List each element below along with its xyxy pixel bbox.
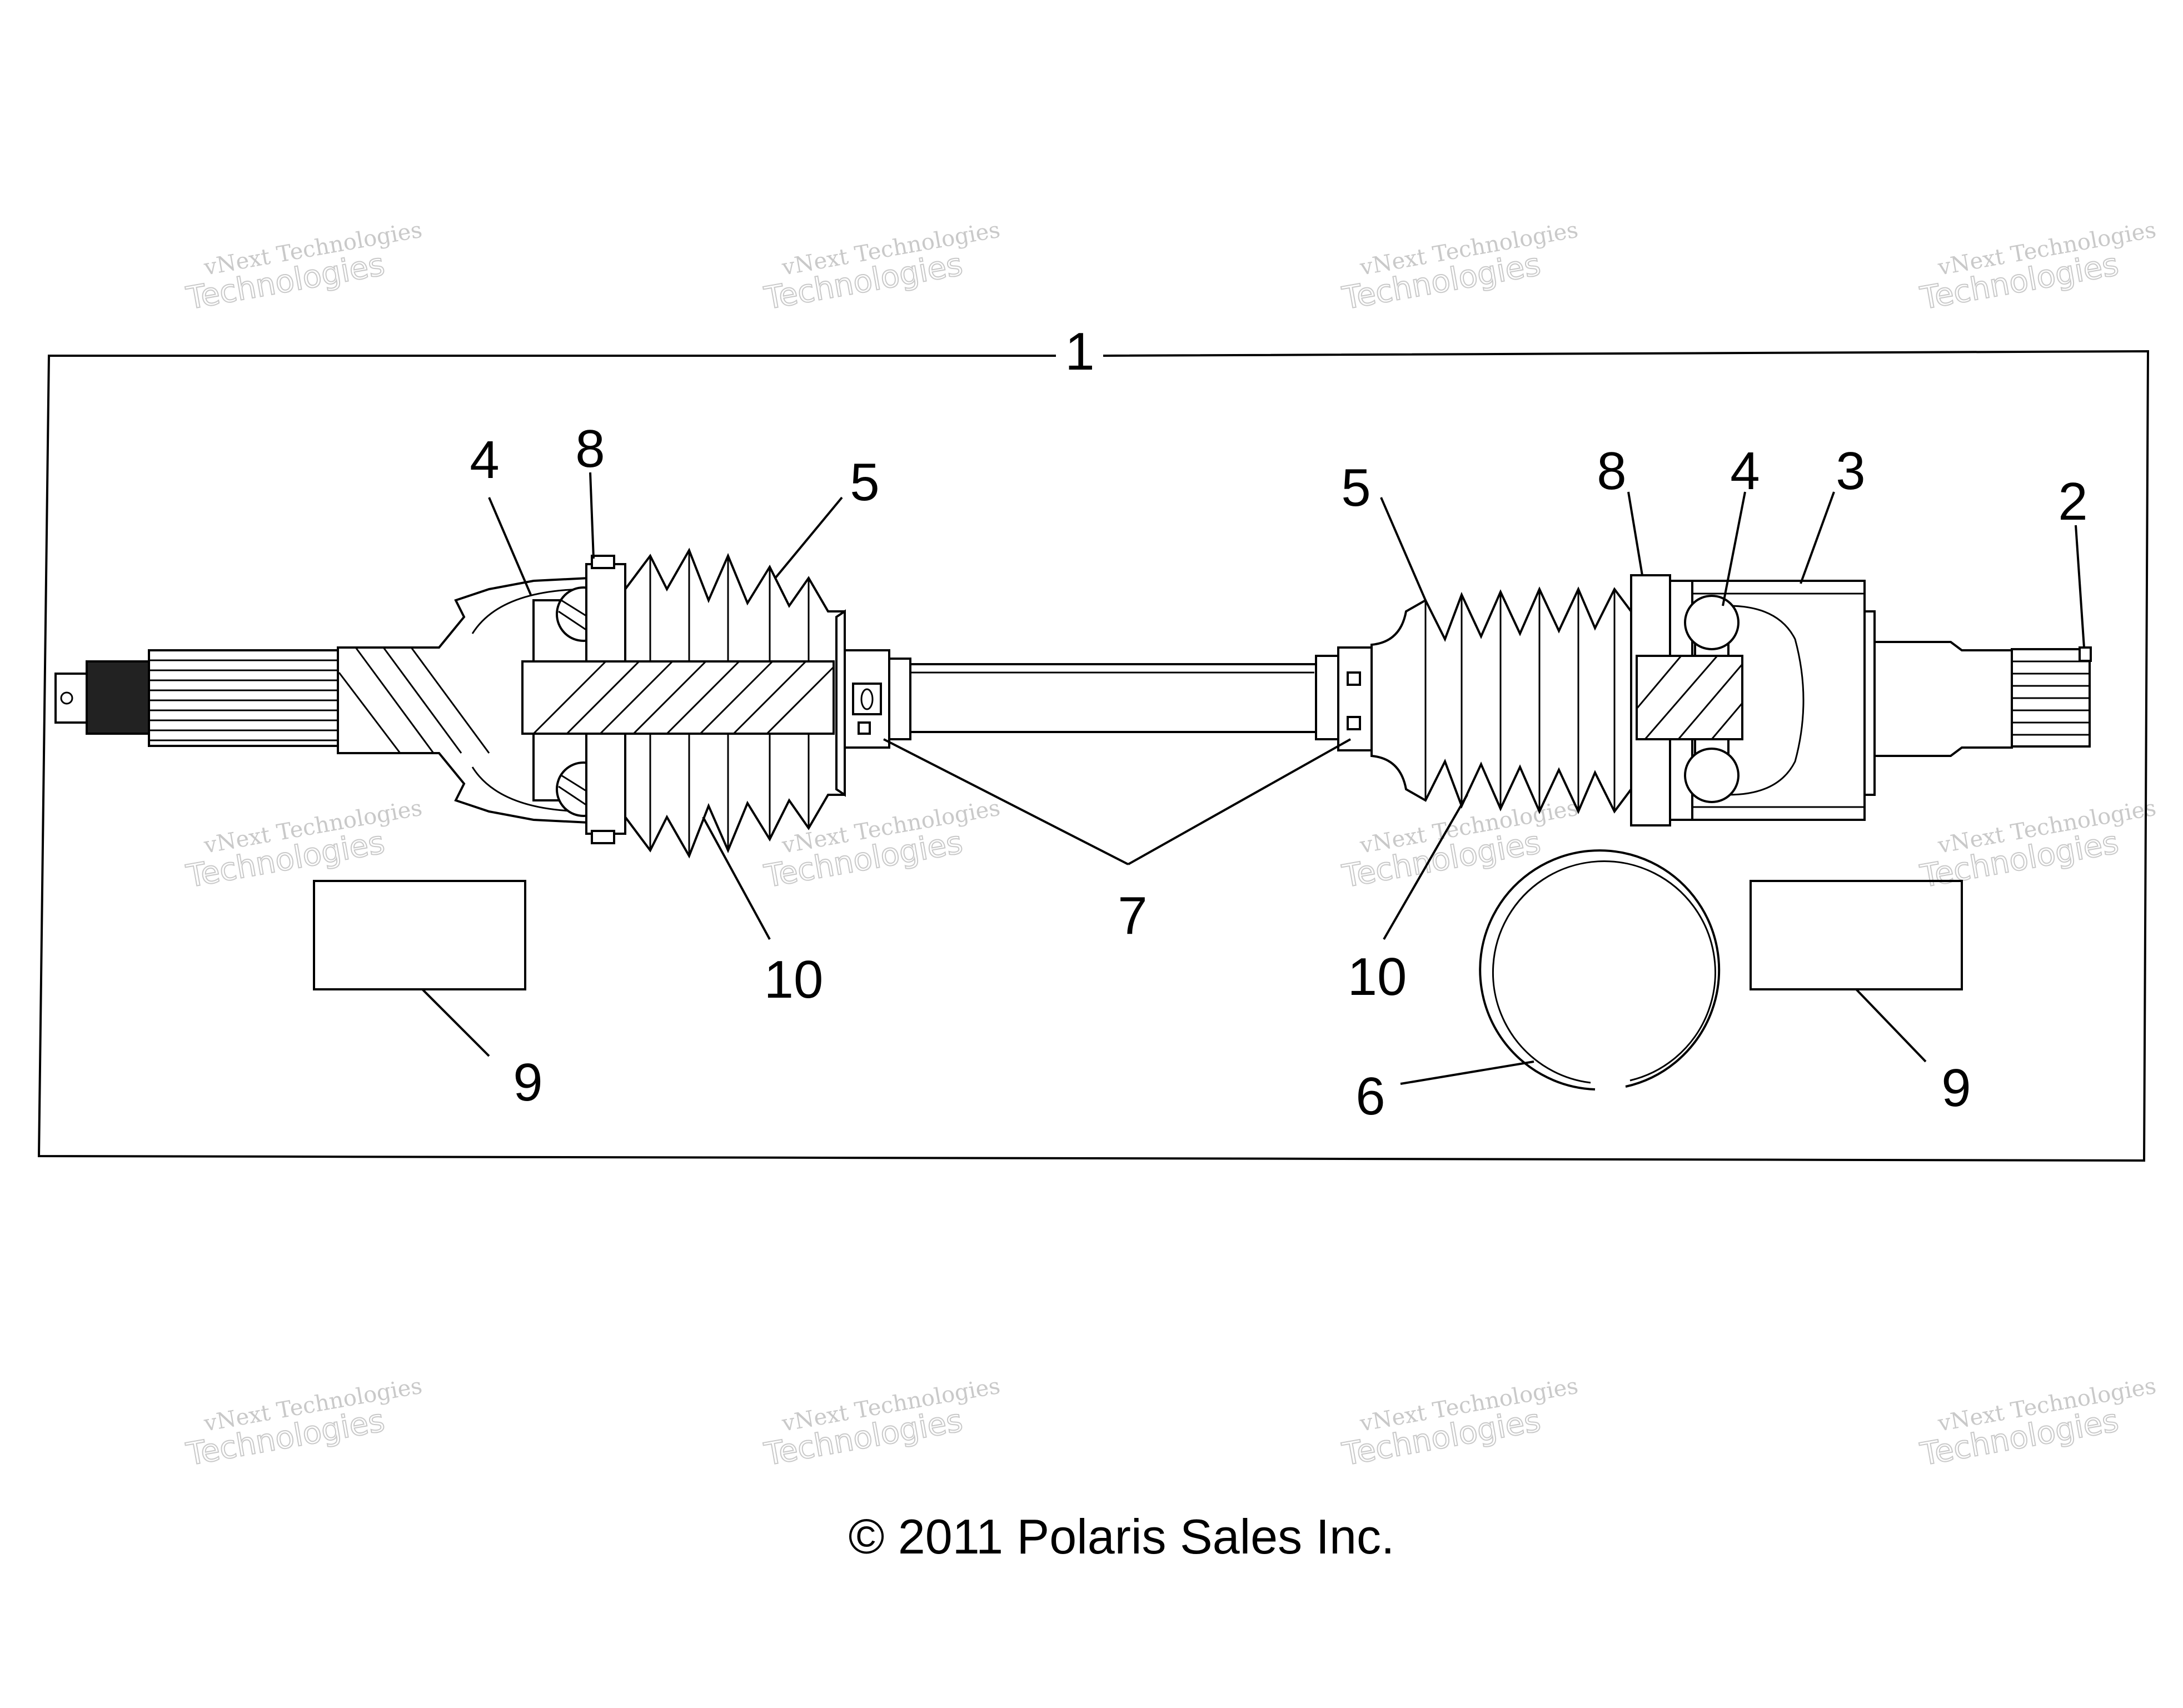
leader-lines (421, 472, 2085, 1085)
watermark: vNext Technologies Technologies (761, 217, 1002, 318)
left-stub-shaft (54, 649, 339, 747)
right-cv-housing (1636, 580, 1876, 821)
snap-ring (1479, 849, 1721, 1090)
right-cv-boot (1370, 586, 1632, 814)
right-cv-ball (1684, 748, 1740, 803)
watermark: vNext Technologies Technologies (1917, 217, 2158, 318)
callout-10-left: 10 (764, 950, 824, 1009)
right-cv-ball (1684, 595, 1740, 650)
assembly-outline (37, 350, 2150, 1162)
copyright-text: © 2011 Polaris Sales Inc. (849, 1509, 1395, 1564)
watermark-layer: vNext Technologies Technologies vNext Te… (183, 217, 2158, 1474)
callout-9-right: 9 (1941, 1058, 1971, 1118)
callout-8-right: 8 (1597, 441, 1626, 501)
right-stub-shaft (1873, 641, 2092, 757)
callout-4-left: 4 (470, 430, 499, 490)
callout-5-right: 5 (1341, 458, 1370, 517)
watermark: vNext Technologies Technologies (1339, 1373, 1580, 1474)
label-decal-left (313, 880, 526, 990)
callout-5-left: 5 (850, 452, 879, 512)
watermark: vNext Technologies Technologies (183, 217, 424, 318)
watermark: vNext Technologies Technologies (183, 1373, 424, 1474)
callout-8-left: 8 (575, 419, 605, 479)
left-small-clamp (844, 649, 911, 749)
callout-9-left: 9 (513, 1053, 542, 1112)
center-shaft (909, 663, 1317, 733)
left-thread (86, 660, 150, 735)
watermark: vNext Technologies Technologies (1917, 1373, 2158, 1474)
right-small-clamp (1315, 646, 1373, 751)
callout-3: 3 (1836, 441, 1865, 501)
watermark: vNext Technologies Technologies (761, 1373, 1002, 1474)
callout-7: 7 (1118, 886, 1147, 945)
callout-6: 6 (1355, 1067, 1385, 1126)
callout-4-right: 4 (1730, 441, 1760, 501)
callout-2: 2 (2058, 472, 2087, 531)
left-boot-clamp-buckle (591, 555, 615, 569)
callout-10-right: 10 (1348, 947, 1407, 1007)
watermark: vNext Technologies Technologies (1339, 217, 1580, 318)
label-decal-right (1750, 880, 1963, 990)
left-boot-clamp-buckle (591, 830, 615, 844)
callout-1: 1 (1065, 322, 1094, 381)
left-inner-shaft (521, 660, 835, 735)
watermark: vNext Technologies Technologies (1339, 795, 1580, 896)
